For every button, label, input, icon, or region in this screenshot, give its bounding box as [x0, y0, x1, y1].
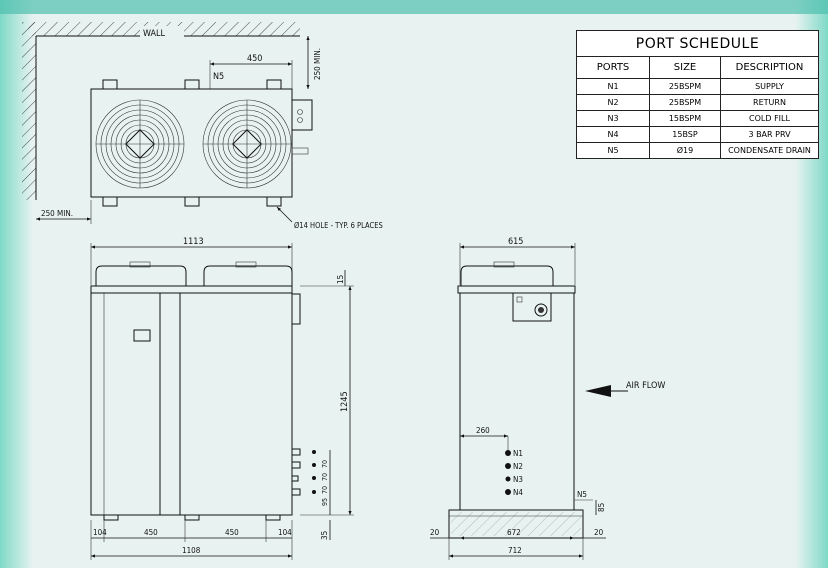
- plan-view: WALL: [22, 22, 383, 230]
- front-width-bottom: 1108: [182, 546, 201, 555]
- cell-description: 3 BAR PRV: [720, 126, 819, 143]
- front-dim-1245: 1245: [340, 391, 350, 412]
- port-label-n1: N1: [513, 449, 523, 458]
- front-span-2: 450: [225, 528, 239, 537]
- table-row: N2 25BSPM RETURN: [576, 94, 819, 111]
- plan-clearance-right: 250 MIN.: [313, 48, 322, 80]
- front-width-top: 1113: [183, 237, 204, 247]
- table-row: N5 Ø19 CONDENSATE DRAIN: [576, 142, 819, 159]
- port-label-n3: N3: [513, 475, 523, 484]
- column-header-description: DESCRIPTION: [720, 56, 819, 79]
- air-flow-arrow: [585, 385, 611, 397]
- front-dim-70c: 70: [321, 486, 329, 494]
- wall-label: WALL: [143, 29, 166, 39]
- air-flow-label: AIR FLOW: [626, 381, 665, 391]
- side-ports: N1 N2 N3 N4: [505, 449, 523, 497]
- side-control-box: [512, 292, 552, 322]
- cell-size: 15BSPM: [649, 110, 721, 127]
- cell-port: N3: [576, 110, 650, 127]
- cell-description: CONDENSATE DRAIN: [720, 142, 819, 159]
- side-dim-260: 260: [476, 426, 490, 435]
- side-base-right: 20: [594, 528, 604, 537]
- front-span-1: 450: [144, 528, 158, 537]
- front-elevation: 1113 15: [90, 237, 354, 560]
- cell-description: SUPPLY: [720, 78, 819, 95]
- plan-n5-label: N5: [213, 72, 224, 82]
- cell-port: N5: [576, 142, 650, 159]
- side-dim-85: 85: [597, 503, 606, 512]
- port-schedule-table: PORT SCHEDULE PORTS SIZE DESCRIPTION N1 …: [576, 30, 819, 159]
- fan-right: [202, 99, 292, 189]
- port-label-n4: N4: [513, 488, 523, 497]
- front-panel-window: [133, 329, 151, 342]
- cell-port: N1: [576, 78, 650, 95]
- cell-port: N2: [576, 94, 650, 111]
- side-elevation: 615 AIR FLOW 260 N1 N2 N3 N4 N: [430, 237, 665, 560]
- cell-description: COLD FILL: [720, 110, 819, 127]
- top-band: [0, 0, 828, 14]
- cell-port: N4: [576, 126, 650, 143]
- cell-size: Ø19: [649, 142, 721, 159]
- side-base-left: 20: [430, 528, 440, 537]
- fan-left: [95, 99, 185, 189]
- port-schedule-title: PORT SCHEDULE: [576, 30, 819, 57]
- front-foot-left: 104: [93, 528, 107, 537]
- front-pipe-connections: [291, 448, 316, 496]
- cell-description: RETURN: [720, 94, 819, 111]
- plan-hole-note: Ø14 HOLE - TYP. 6 PLACES: [294, 221, 383, 230]
- column-header-ports: PORTS: [576, 56, 650, 79]
- front-dim-70a: 70: [321, 460, 329, 468]
- wall-hatch-left: [22, 22, 36, 200]
- cell-size: 25BSPM: [649, 94, 721, 111]
- front-dim-70b: 70: [321, 473, 329, 481]
- column-header-size: SIZE: [649, 56, 721, 79]
- front-dim-35: 35: [320, 531, 329, 540]
- plan-clearance-left: 250 MIN.: [41, 209, 73, 218]
- table-row: N4 15BSP 3 BAR PRV: [576, 126, 819, 143]
- front-dim-95: 95: [321, 498, 329, 506]
- cell-size: 25BSPM: [649, 78, 721, 95]
- side-n5-label: N5: [577, 490, 587, 499]
- front-dim-15: 15: [336, 275, 345, 284]
- side-width-top: 615: [508, 237, 523, 247]
- side-base-mid: 672: [507, 528, 521, 537]
- port-label-n2: N2: [513, 462, 523, 471]
- front-foot-right: 104: [278, 528, 292, 537]
- table-row: N3 15BSPM COLD FILL: [576, 110, 819, 127]
- table-row: N1 25BSPM SUPPLY: [576, 78, 819, 95]
- plan-feet: [102, 79, 282, 207]
- side-base-total: 712: [508, 546, 522, 555]
- plan-control-box: [291, 99, 313, 131]
- plan-dim-450: 450: [247, 54, 262, 64]
- cell-size: 15BSP: [649, 126, 721, 143]
